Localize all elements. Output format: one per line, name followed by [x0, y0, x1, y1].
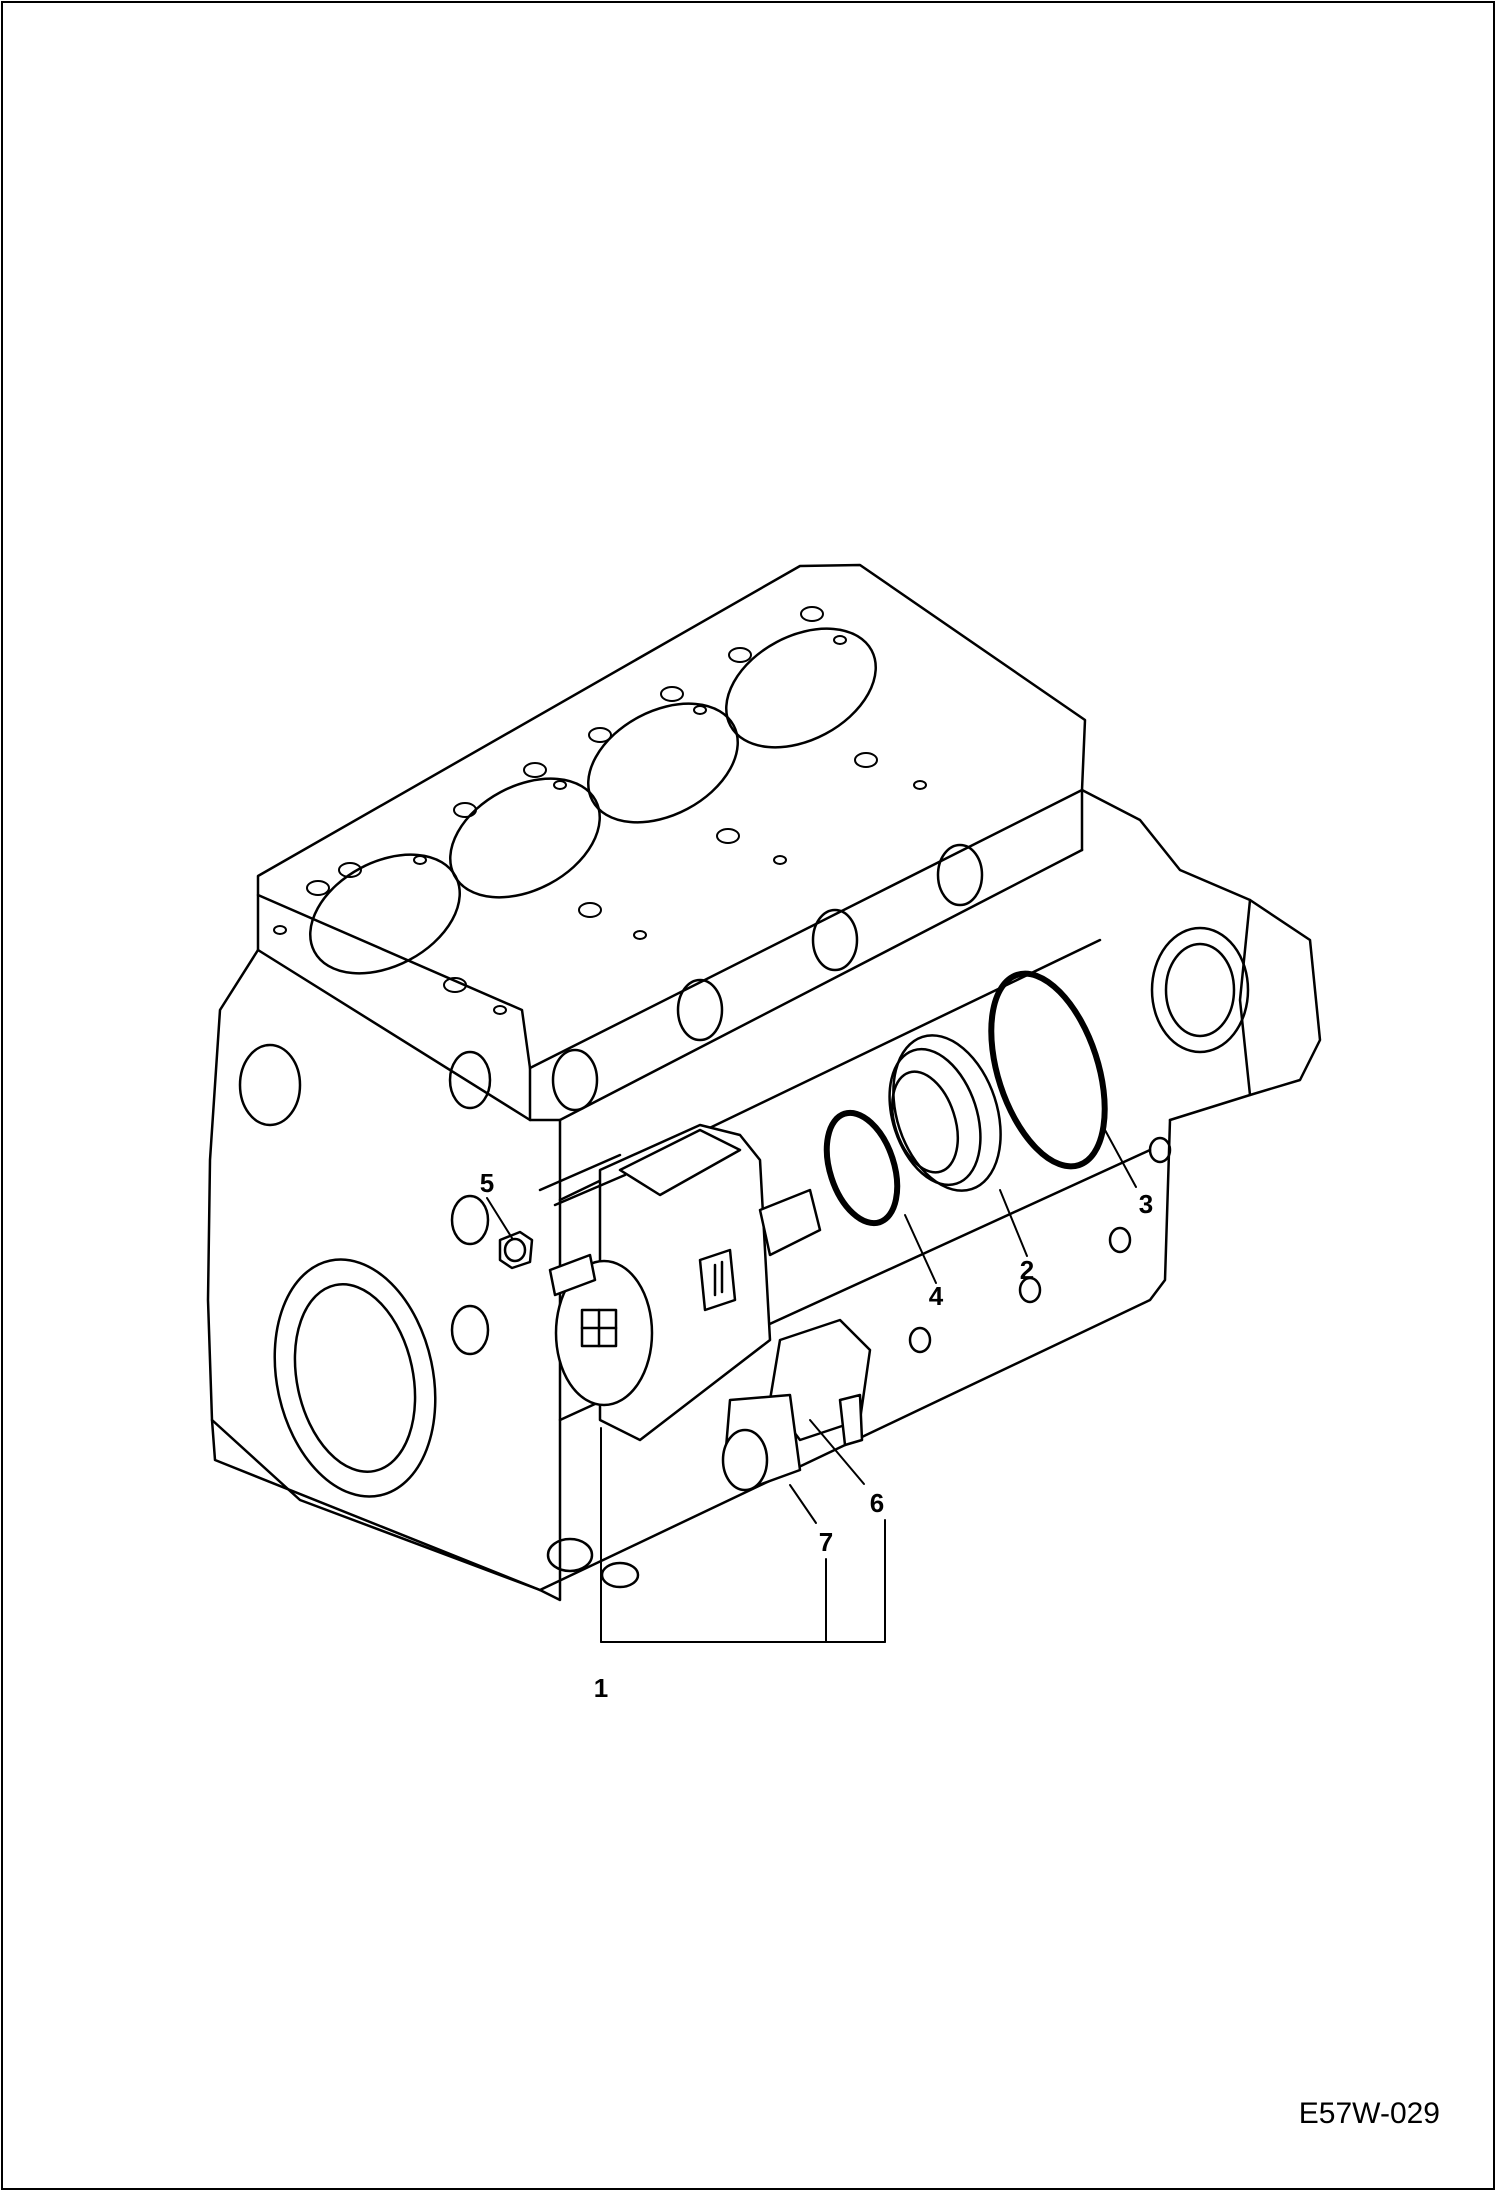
o-ring-small — [823, 1109, 901, 1227]
seal-ring — [888, 1034, 1002, 1192]
callout-1: 1 — [593, 1673, 609, 1703]
callout-3: 3 — [1138, 1189, 1154, 1219]
callout-5: 5 — [479, 1168, 495, 1198]
callout-6: 6 — [869, 1488, 885, 1518]
fuel-pump-assembly — [538, 1123, 872, 1492]
o-ring-large — [988, 970, 1108, 1170]
callout-4: 4 — [928, 1281, 944, 1311]
callout-7: 7 — [818, 1527, 834, 1557]
leader-lines — [486, 1129, 1137, 1643]
drawing-code: E57W-029 — [1298, 2097, 1440, 2130]
callout-2: 2 — [1019, 1255, 1035, 1285]
bolt — [498, 1230, 534, 1270]
